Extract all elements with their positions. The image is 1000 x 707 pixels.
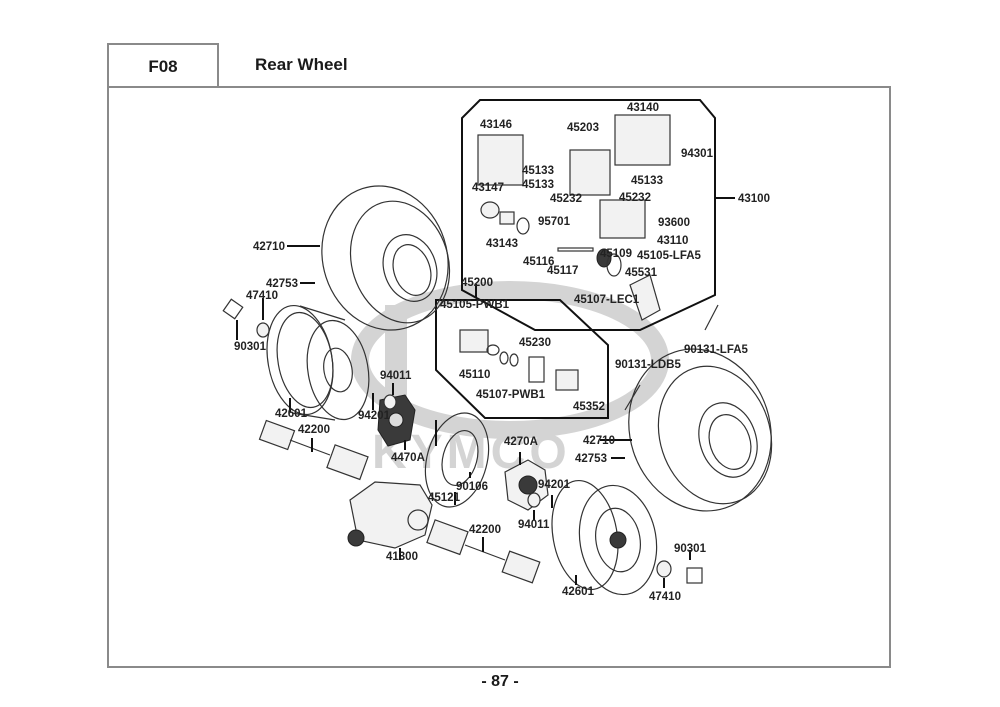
label-42200-right[interactable]: 42200	[469, 524, 501, 536]
ring-45107	[606, 253, 622, 277]
label-94201-left[interactable]: 94201	[358, 410, 391, 422]
label-42753-left[interactable]: 42753	[266, 278, 298, 290]
differential	[347, 481, 433, 549]
label-45133-c[interactable]: 45133	[631, 175, 663, 187]
label-94301[interactable]: 94301	[681, 148, 714, 160]
pin-45110	[486, 344, 500, 356]
nut-47410-left	[256, 322, 270, 338]
watermark-ellipse	[351, 281, 669, 439]
pad-parts	[459, 329, 579, 391]
stud-set-right	[686, 567, 703, 584]
label-43146[interactable]: 43146	[480, 119, 512, 131]
pad-45230	[528, 356, 545, 383]
label-45200[interactable]: 45200	[461, 277, 493, 289]
kymco-watermark: KYMCO	[351, 281, 669, 479]
label-42753-right[interactable]: 42753	[575, 453, 607, 465]
pad-detail-box	[435, 299, 609, 419]
label-94011-right[interactable]: 94011	[518, 519, 550, 531]
label-45117[interactable]: 45117	[547, 265, 578, 277]
tire-left	[321, 185, 451, 331]
caliper-body-43110	[599, 199, 646, 239]
label-90301-right[interactable]: 90301	[674, 543, 707, 555]
tire-right	[628, 348, 773, 512]
label-41300[interactable]: 41300	[386, 551, 418, 563]
label-94201-right[interactable]: 94201	[538, 479, 571, 491]
brake-disc	[424, 412, 490, 508]
axle-right	[426, 519, 541, 584]
caliper-43140	[614, 114, 671, 166]
stud-set-left	[222, 298, 244, 320]
pad-assembly-block	[555, 369, 579, 391]
label-43100[interactable]: 43100	[738, 193, 770, 205]
label-94011-left[interactable]: 94011	[380, 370, 412, 382]
label-90106[interactable]: 90106	[456, 481, 488, 493]
caliper-parts	[477, 114, 671, 321]
watermark-bar	[385, 305, 407, 410]
pin-45109	[557, 247, 594, 252]
label-47410-right[interactable]: 47410	[649, 591, 681, 603]
label-45352[interactable]: 45352	[573, 401, 605, 413]
label-45105-pwb1[interactable]: 45105-PWB1	[440, 299, 510, 311]
label-45110[interactable]: 45110	[459, 369, 490, 381]
page-title: Rear Wheel	[255, 55, 348, 74]
piston-43143	[499, 211, 515, 225]
label-42601-left[interactable]: 42601	[275, 408, 308, 420]
label-45133-b[interactable]: 45133	[522, 179, 554, 191]
label-45121[interactable]: 45121	[428, 492, 461, 504]
bolt-90131-ldb5	[624, 384, 641, 411]
diagram-frame	[107, 86, 891, 668]
label-45232-a[interactable]: 45232	[550, 193, 582, 205]
axle-left	[258, 419, 369, 481]
seal-43147	[480, 201, 500, 219]
nut-94011-left	[383, 394, 397, 410]
label-47410-left[interactable]: 47410	[246, 290, 278, 302]
label-45116[interactable]: 45116	[523, 256, 554, 268]
caliper-43146	[477, 134, 524, 186]
label-90301-left[interactable]: 90301	[234, 341, 267, 353]
label-45109[interactable]: 45109	[600, 248, 632, 260]
bracket-45105-pwb1	[459, 329, 489, 353]
label-45105-lfa5[interactable]: 45105-LFA5	[637, 250, 702, 262]
label-43143[interactable]: 43143	[486, 238, 518, 250]
label-95701[interactable]: 95701	[538, 216, 571, 228]
bolt-90131-lfa5	[704, 304, 719, 331]
label-45133-a[interactable]: 45133	[522, 165, 554, 177]
label-43140[interactable]: 43140	[627, 102, 659, 114]
label-42710-right[interactable]: 42710	[583, 435, 615, 447]
label-45531[interactable]: 45531	[625, 267, 658, 279]
caliper-detail-box	[461, 99, 716, 331]
label-45107-pwb1[interactable]: 45107-PWB1	[476, 389, 546, 401]
rim-left	[266, 304, 370, 421]
page-number: - 87 -	[481, 673, 519, 690]
label-45203[interactable]: 45203	[567, 122, 599, 134]
nut-47410-right	[656, 560, 672, 578]
rim-right	[551, 479, 658, 596]
label-45107-lec1[interactable]: 45107-LEC1	[574, 294, 640, 306]
label-45232-b[interactable]: 45232	[619, 192, 651, 204]
label-42200-left[interactable]: 42200	[298, 424, 330, 436]
leader-lines	[236, 197, 735, 588]
section-code: F08	[107, 43, 219, 88]
caliper-45133	[569, 149, 611, 196]
label-43147[interactable]: 43147	[472, 182, 504, 194]
label-42710-left[interactable]: 42710	[253, 241, 285, 253]
part-labels: 43140 43146 45203 94301 45133 45133 4513…	[234, 102, 770, 603]
label-43110[interactable]: 43110	[657, 235, 688, 247]
label-42601-right[interactable]: 42601	[562, 586, 595, 598]
label-4270a[interactable]: 4270A	[504, 436, 538, 448]
label-93600[interactable]: 93600	[658, 217, 690, 229]
label-90131-lfa5[interactable]: 90131-LFA5	[684, 344, 749, 356]
bracket-45105-lfa5	[629, 274, 661, 321]
nut-94011-right	[527, 492, 541, 508]
label-90131-ldb5[interactable]: 90131-LDB5	[615, 359, 681, 371]
label-4470a[interactable]: 4470A	[391, 452, 425, 464]
label-45230[interactable]: 45230	[519, 337, 551, 349]
piston-ring	[516, 217, 530, 235]
